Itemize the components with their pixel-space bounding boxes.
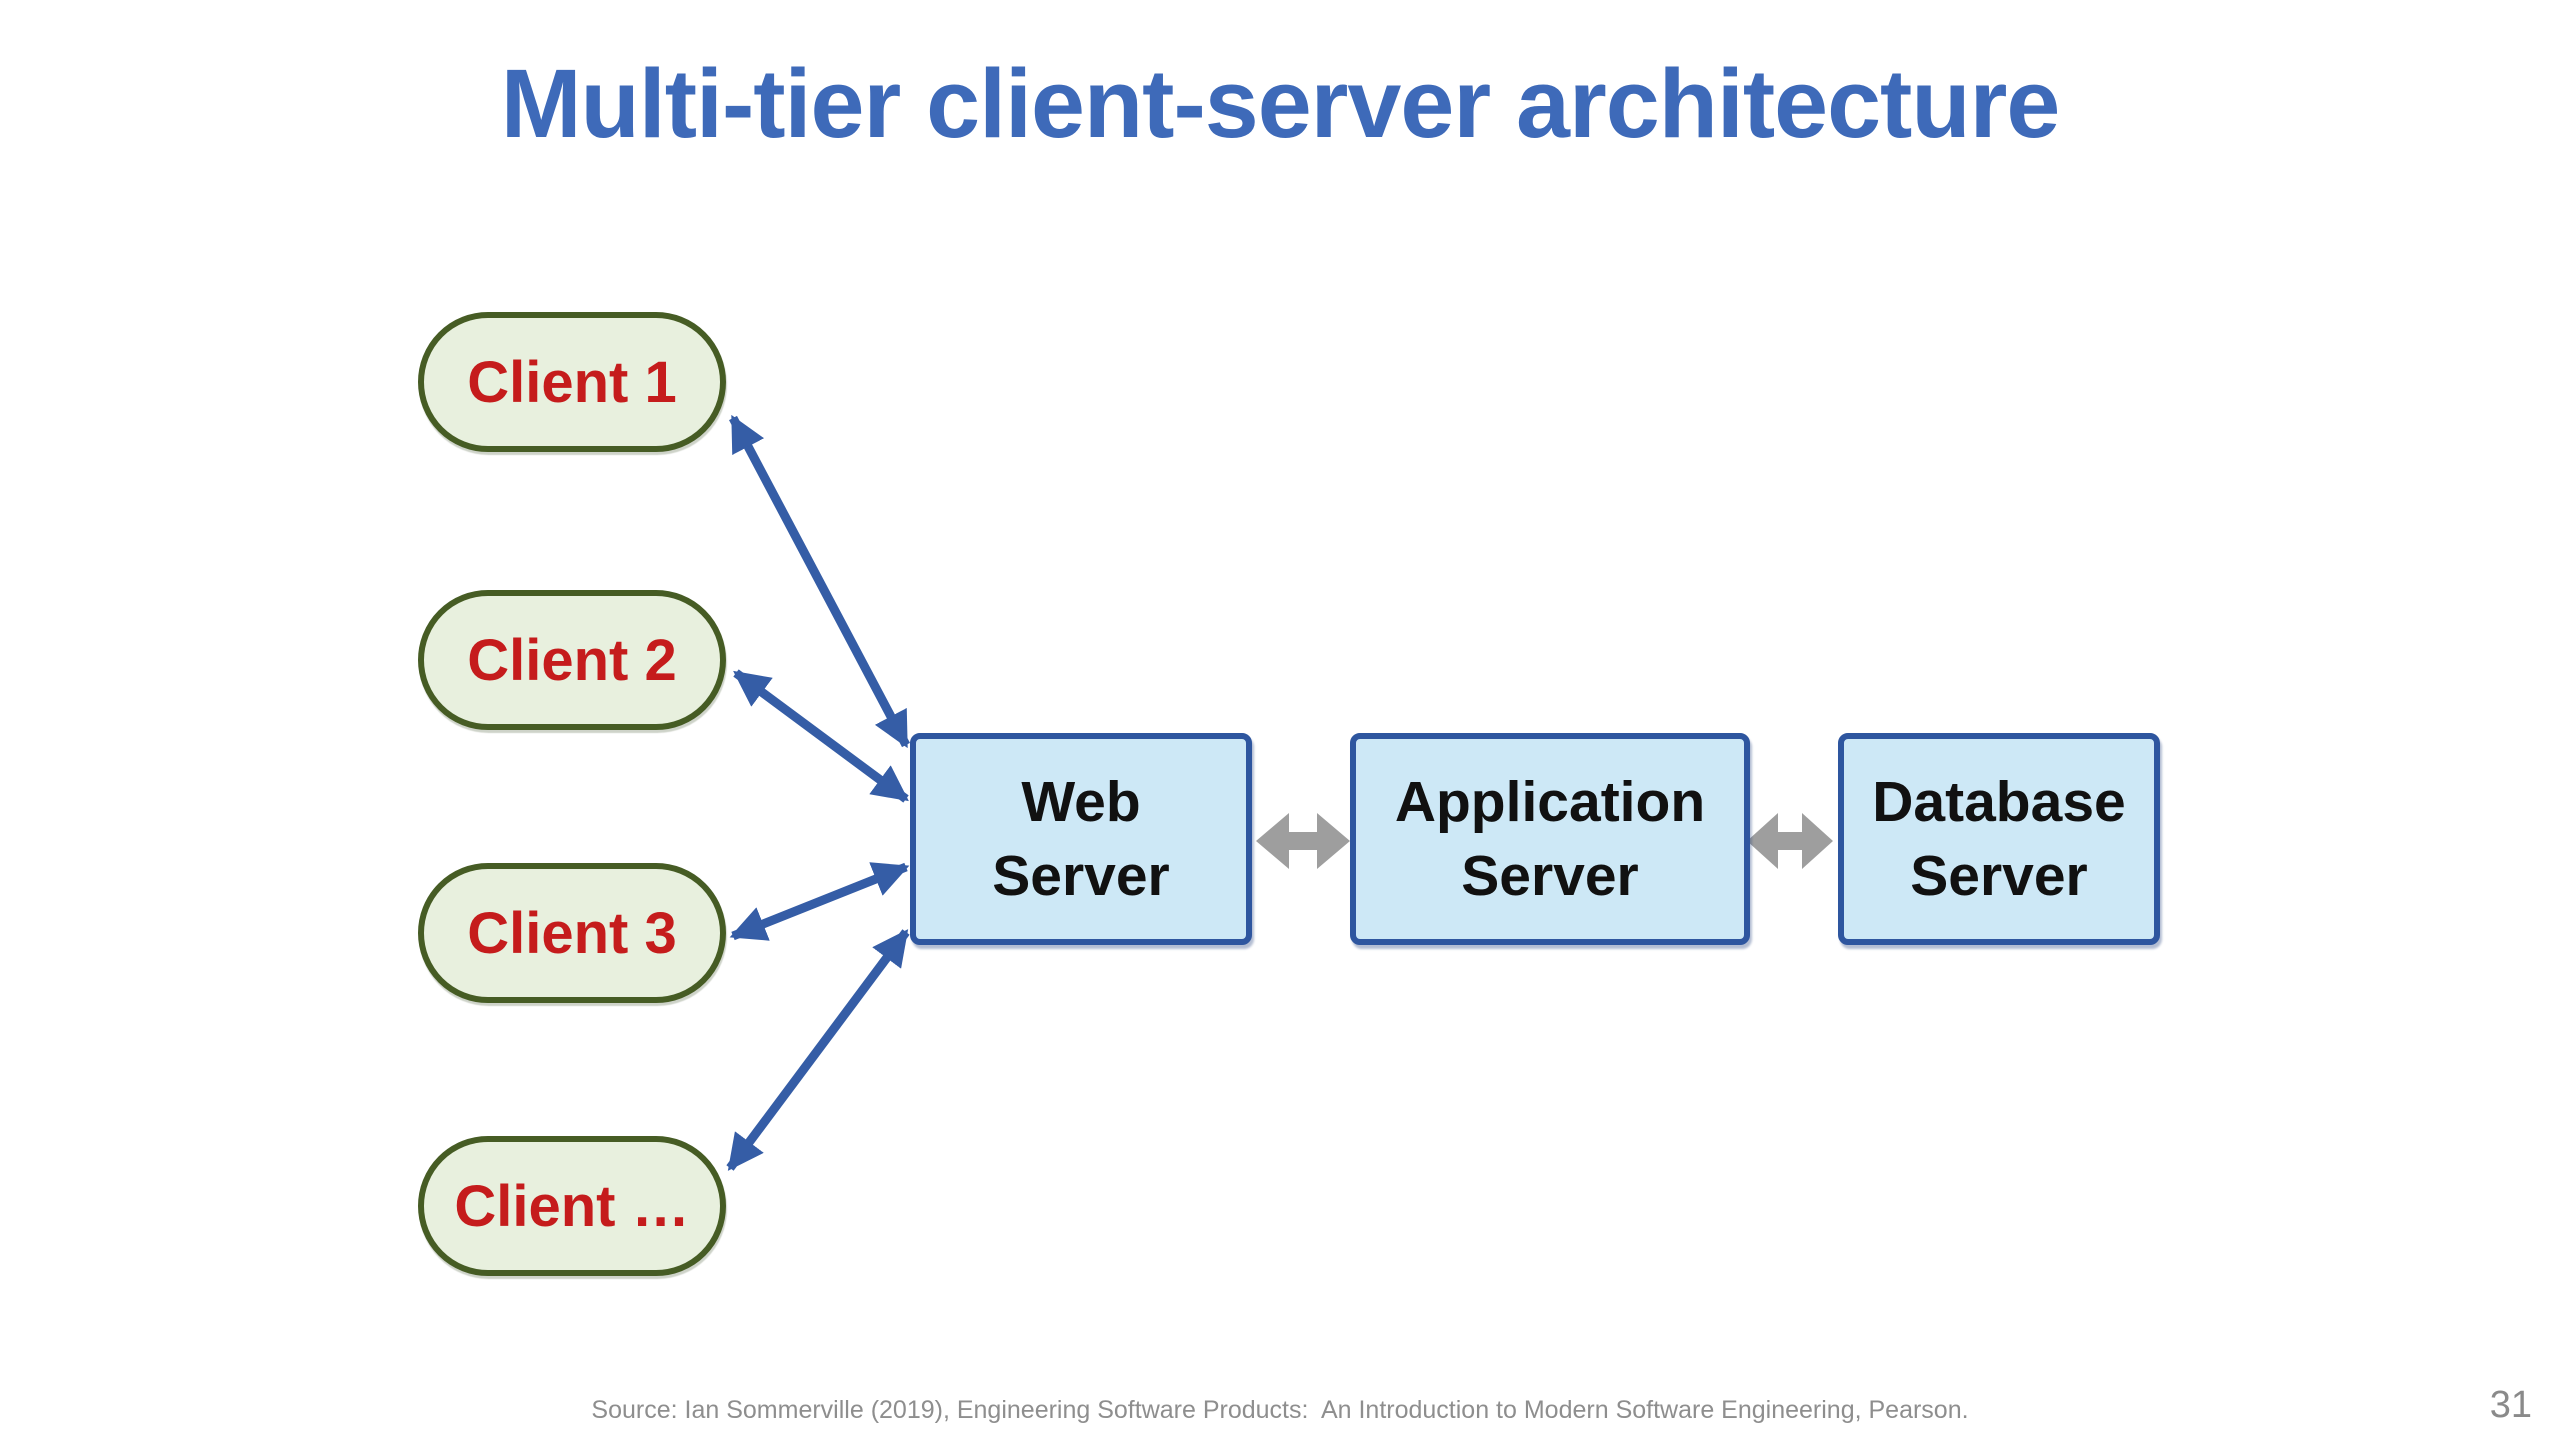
application-server-node: Application Server	[1350, 733, 1750, 945]
connector-client3-webserver	[729, 862, 910, 941]
connector-client2-webserver	[733, 669, 909, 803]
client-etc-node: Client …	[418, 1136, 726, 1276]
source-citation: Source: Ian Sommerville (2019), Engineer…	[591, 1396, 1969, 1424]
client-2-label: Client 2	[467, 627, 677, 693]
client-etc-label: Client …	[454, 1173, 690, 1239]
database-server-node: Database Server	[1838, 733, 2160, 945]
client-1-node: Client 1	[418, 312, 726, 452]
slide-title: Multi-tier client-server architecture	[500, 49, 2061, 158]
client-3-node: Client 3	[418, 863, 726, 1003]
web-server-label: Web Server	[992, 770, 1170, 908]
client-3-label: Client 3	[467, 900, 677, 966]
application-server-label: Application Server	[1394, 770, 1706, 908]
database-server-label: Database Server	[1872, 770, 2126, 908]
client-1-label: Client 1	[467, 349, 677, 415]
connector-client4-webserver	[726, 929, 910, 1171]
web-server-node: Web Server	[910, 733, 1252, 945]
connector-appserver-dbserver	[1747, 813, 1833, 869]
client-2-node: Client 2	[418, 590, 726, 730]
connector-client1-webserver	[729, 414, 910, 749]
page-number: 31	[2489, 1384, 2532, 1426]
connector-webserver-appserver	[1256, 813, 1350, 869]
